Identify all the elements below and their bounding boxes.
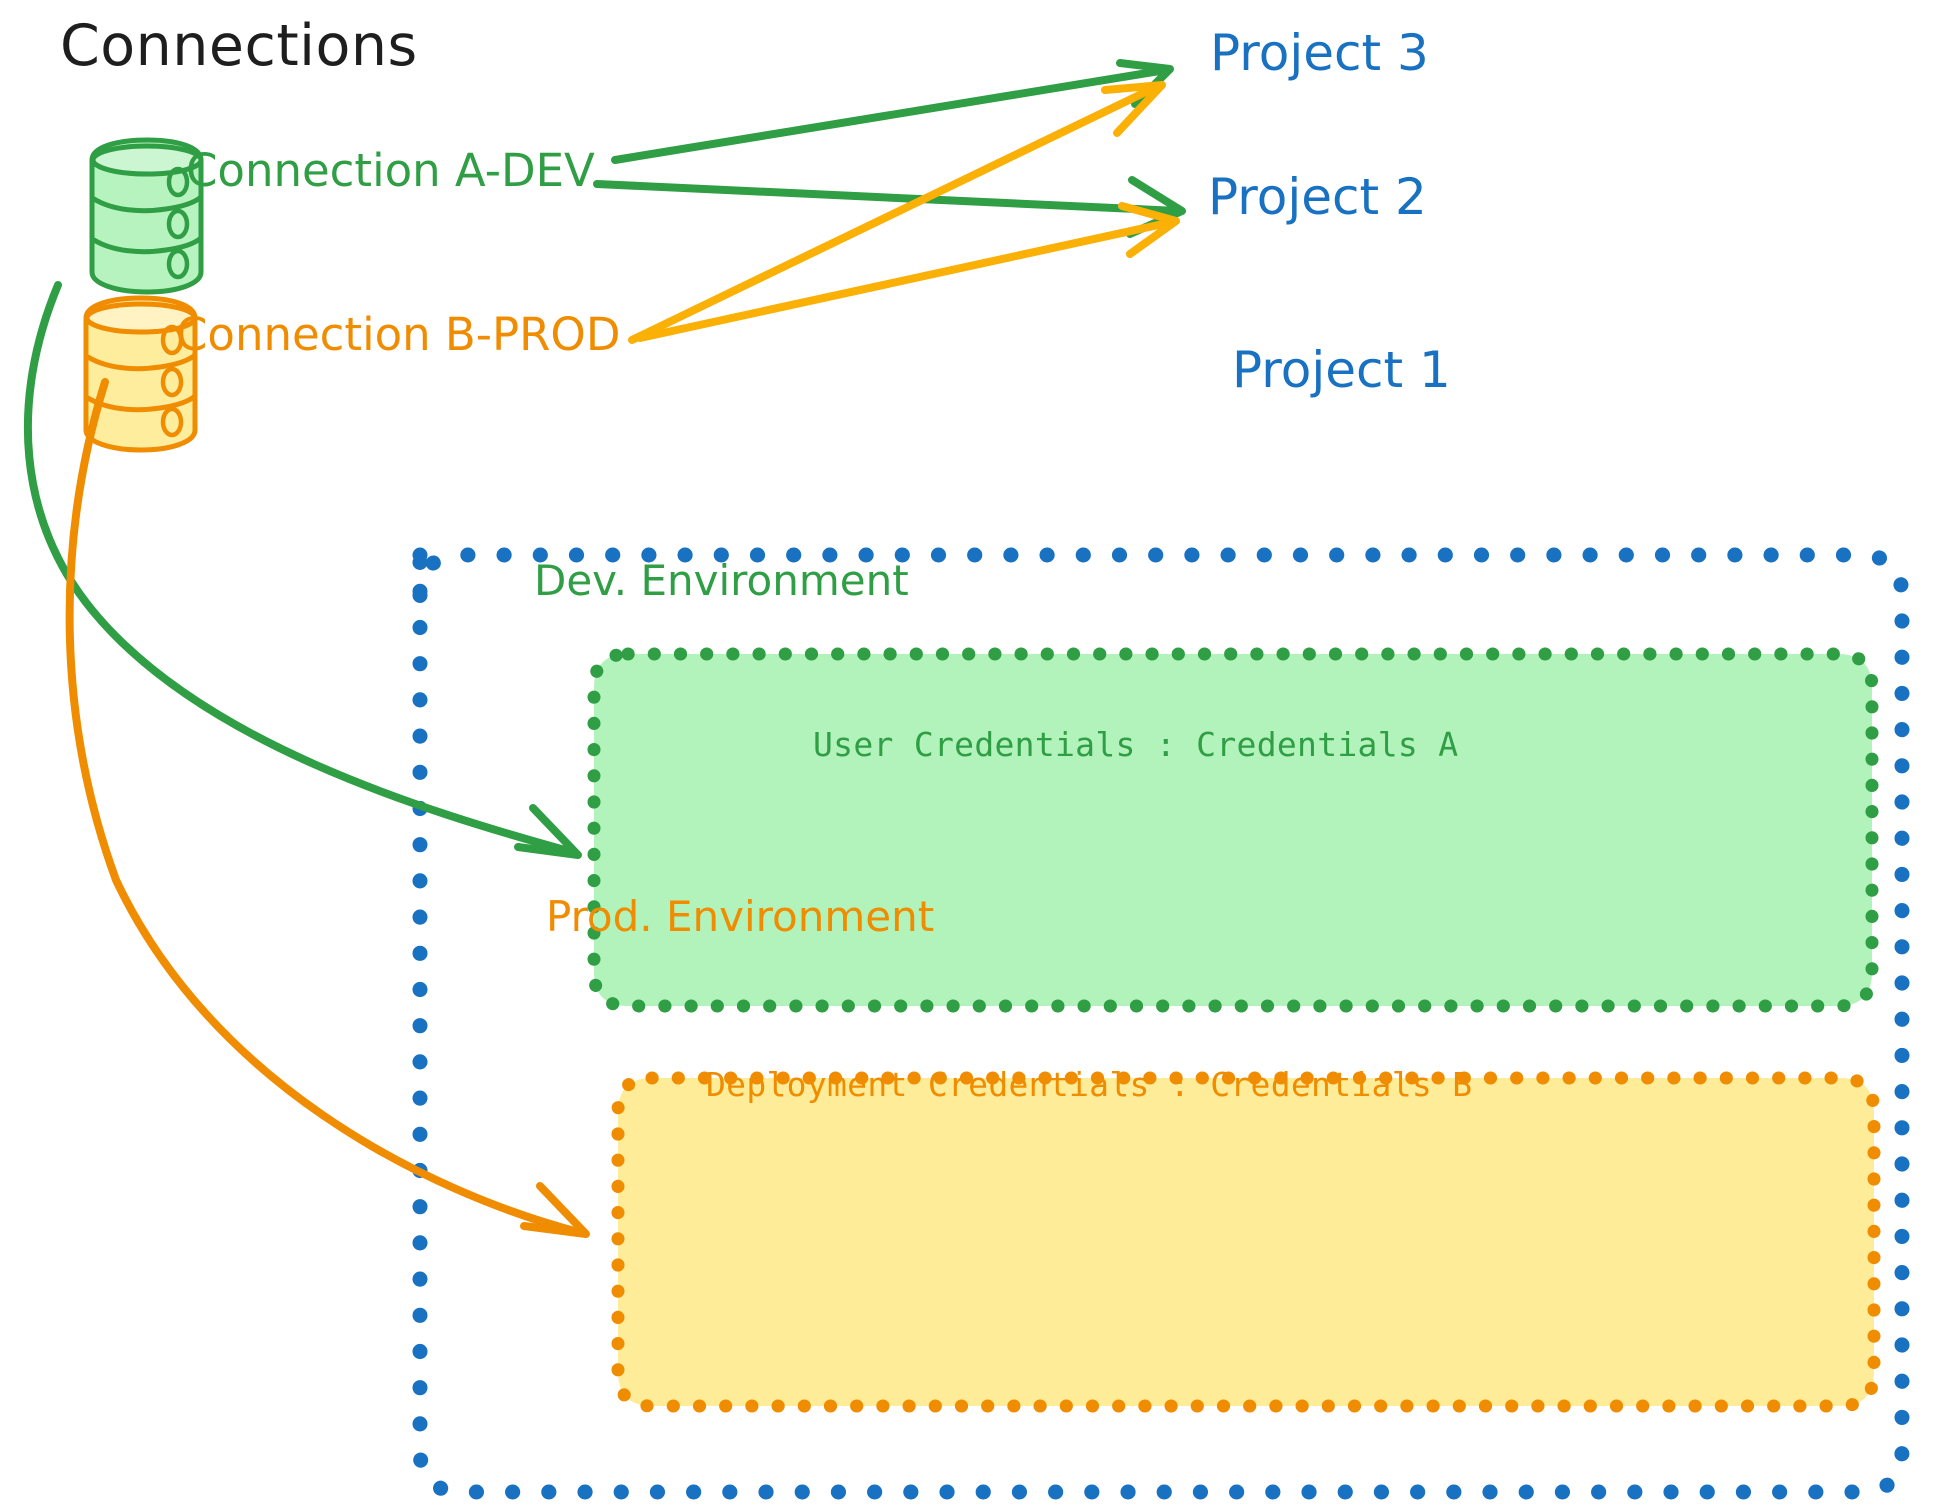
prod-environment-credentials: Deployment Credentials : Credentials B (706, 1065, 1473, 1104)
connection-b-prod-label[interactable]: Connection B-PROD (176, 308, 621, 361)
project-1-label[interactable]: Project 1 (1232, 341, 1451, 399)
database-icon-connection-b (83, 295, 198, 453)
edge-a-dev-to-project-2 (593, 176, 1186, 238)
edge-b-prod-to-project-3 (628, 81, 1166, 344)
project-3-label[interactable]: Project 3 (1210, 24, 1429, 82)
dev-environment-credentials: User Credentials : Credentials A (813, 725, 1459, 764)
edge-a-dev-to-dev-environment (23, 281, 582, 859)
page-title: Connections (60, 13, 418, 79)
project-1-container (412, 547, 1910, 1500)
edge-b-prod-to-prod-environment (65, 378, 590, 1238)
dev-environment-box (587, 647, 1879, 1013)
project-2-label[interactable]: Project 2 (1208, 168, 1427, 226)
edge-b-prod-to-project-2 (636, 202, 1180, 342)
prod-environment-title: Prod. Environment (546, 892, 935, 941)
database-icon-connection-a (89, 137, 204, 295)
dev-environment-title: Dev. Environment (534, 556, 909, 605)
prod-environment-box (611, 1071, 1881, 1413)
connection-a-dev-label[interactable]: Connection A-DEV (186, 144, 595, 197)
edge-a-dev-to-project-3 (611, 59, 1174, 164)
